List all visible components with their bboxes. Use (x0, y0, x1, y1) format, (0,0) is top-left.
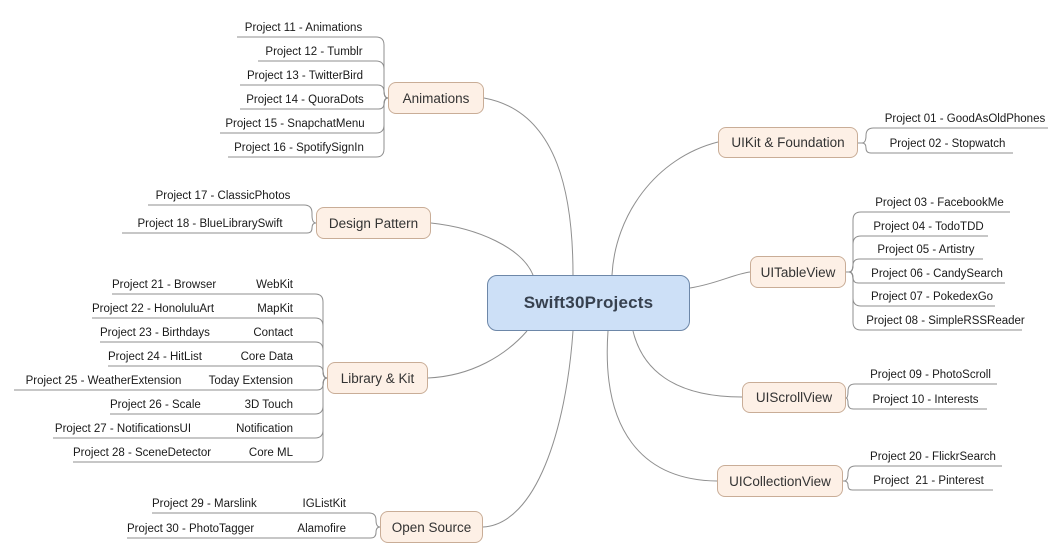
leaf-topic-project-29-marslink[interactable]: Project 29 - Marslink IGListKit (152, 497, 372, 512)
connector-path (846, 271, 1022, 331)
leaf-framework-label: MapKit (257, 303, 293, 315)
connector-path (846, 258, 983, 273)
leaf-topic-project-30-phototagger[interactable]: Project 30 - PhotoTagger Alamofire (127, 522, 372, 537)
connector-path (148, 204, 317, 224)
leaf-topic-project-17-classicphotos[interactable]: Project 17 - ClassicPhotos (155, 190, 291, 202)
leaf-topic-project-22-honoluluart[interactable]: Project 22 - HonoluluArt MapKit (92, 302, 319, 317)
connector-path (127, 526, 381, 539)
connector-path (108, 365, 328, 379)
leaf-topic-project-14-quoradots[interactable]: Project 14 - QuoraDots (246, 94, 364, 106)
leaf-framework-label: Contact (253, 327, 293, 339)
connector-path (228, 97, 389, 158)
leaf-framework-label: Core Data (240, 351, 293, 363)
leaf-topic-project-07-pokedexgo[interactable]: Project 07 - PokedexGo (870, 291, 994, 303)
leaf-framework-label: Core ML (248, 447, 293, 459)
leaf-topic-project-05-artistry[interactable]: Project 05 - Artistry (877, 244, 975, 256)
connector-path (483, 97, 574, 276)
connector-path (843, 465, 1002, 482)
connector-path (606, 330, 718, 482)
leaf-topic-project-26-scale[interactable]: Project 26 - Scale 3D Touch (110, 398, 319, 413)
leaf-topic-project-01-goodasoldphones[interactable]: Project 01 - GoodAsOldPhones (884, 113, 1046, 125)
leaf-topic-project-04-todotdd[interactable]: Project 04 - TodoTDD (873, 221, 984, 233)
leaf-framework-label: Notification (236, 423, 293, 435)
central-topic-swift30projects[interactable]: Swift30Projects (487, 275, 690, 331)
leaf-topic-project-21-pinterest[interactable]: Project 21 - Pinterest (873, 475, 984, 487)
connector-path (122, 222, 317, 234)
connector-path (482, 330, 574, 528)
leaf-topic-project-09-photoscroll[interactable]: Project 09 - PhotoScroll (870, 369, 991, 381)
branch-node-library-kit[interactable]: Library & Kit (327, 362, 428, 394)
leaf-topic-project-18-bluelibraryswift[interactable]: Project 18 - BlueLibrarySwift (137, 218, 283, 230)
leaf-topic-project-16-spotifysignin[interactable]: Project 16 - SpotifySignIn (234, 142, 364, 154)
branch-node-uiscrollview[interactable]: UIScrollView (742, 382, 846, 413)
leaf-topic-project-21-browser[interactable]: Project 21 - Browser WebKit (112, 278, 319, 293)
connector-path (430, 222, 534, 276)
leaf-project-label: Project 28 - SceneDetector (73, 447, 212, 459)
branch-node-open-source[interactable]: Open Source (380, 511, 483, 543)
branch-node-animations[interactable]: Animations (388, 82, 484, 114)
connector-path (152, 512, 381, 528)
connector-path (845, 397, 987, 410)
leaf-project-label: Project 29 - Marslink (152, 498, 257, 510)
leaf-topic-project-12-tumblr[interactable]: Project 12 - Tumblr (265, 46, 363, 58)
leaf-framework-label: 3D Touch (244, 399, 293, 411)
branch-node-uitableview[interactable]: UITableView (750, 256, 846, 288)
leaf-topic-project-20-flickrsearch[interactable]: Project 20 - FlickrSearch (870, 451, 996, 463)
connector-path (632, 330, 743, 398)
leaf-topic-project-02-stopwatch[interactable]: Project 02 - Stopwatch (889, 138, 1006, 150)
connector-path (843, 480, 993, 491)
leaf-topic-project-03-facebookme[interactable]: Project 03 - FacebookMe (875, 197, 1004, 209)
leaf-project-label: Project 30 - PhotoTagger (127, 523, 255, 535)
connector-path (240, 84, 389, 99)
leaf-framework-label: WebKit (256, 279, 293, 291)
leaf-project-label: Project 24 - HitList (108, 351, 202, 363)
leaf-framework-label: Today Extension (208, 375, 293, 387)
branch-node-design-pattern[interactable]: Design Pattern (316, 207, 431, 239)
branch-node-uikit-foundation[interactable]: UIKit & Foundation (718, 127, 858, 158)
leaf-framework-label: Alamofire (297, 523, 346, 535)
leaf-topic-project-23-birthdays[interactable]: Project 23 - Birthdays Contact (100, 326, 319, 341)
connector-path (858, 127, 1048, 144)
branch-node-uicollectionview[interactable]: UICollectionView (717, 465, 843, 497)
connector-path (611, 141, 719, 276)
connector-path (427, 330, 528, 379)
leaf-topic-project-13-twitterbird[interactable]: Project 13 - TwitterBird (246, 70, 364, 82)
connector-path (73, 377, 328, 463)
leaf-topic-project-24-hitlist[interactable]: Project 24 - HitList Core Data (108, 350, 319, 365)
leaf-topic-project-15-snapchatmenu[interactable]: Project 15 - SnapchatMenu (225, 118, 365, 130)
leaf-topic-project-10-interests[interactable]: Project 10 - Interests (872, 394, 979, 406)
connector-path (858, 142, 1013, 154)
leaf-project-label: Project 23 - Birthdays (100, 327, 210, 339)
leaf-project-label: Project 27 - NotificationsUI (54, 423, 192, 435)
connector-path (845, 383, 997, 399)
leaf-framework-label: IGListKit (302, 498, 346, 510)
leaf-project-label: Project 21 - Browser (112, 279, 217, 291)
leaf-topic-project-06-candysearch[interactable]: Project 06 - CandySearch (871, 268, 1003, 280)
leaf-project-label: Project 22 - HonoluluArt (92, 303, 215, 315)
leaf-topic-project-27-notificationsui[interactable]: Project 27 - NotificationsUI Notification (53, 422, 319, 437)
leaf-topic-project-28-scenedetector[interactable]: Project 28 - SceneDetector Core ML (73, 446, 319, 461)
leaf-topic-project-25-weatherextension[interactable]: Project 25 - WeatherExtension Today Exten… (14, 374, 319, 389)
leaf-project-label: Project 25 - WeatherExtension (25, 375, 182, 387)
leaf-topic-project-08-simplerssreader[interactable]: Project 08 - SimpleRSSReader (866, 315, 1025, 327)
connector-path (689, 271, 751, 289)
leaf-project-label: Project 26 - Scale (110, 399, 201, 411)
leaf-topic-project-11-animations[interactable]: Project 11 - Animations (244, 22, 363, 34)
